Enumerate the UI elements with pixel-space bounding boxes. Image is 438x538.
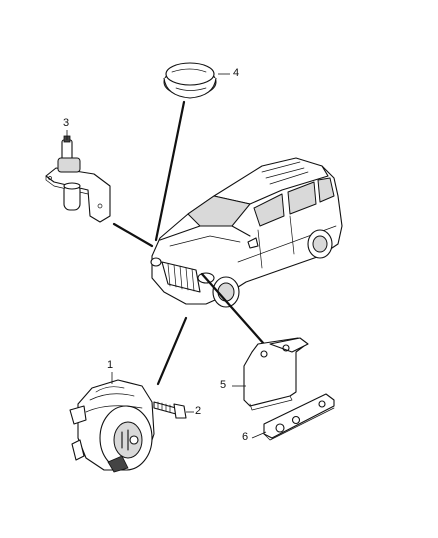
part-5-bracket [243,337,309,411]
callout-2: 2 [195,405,202,417]
part-2-bolt [153,401,187,419]
vehicle-suv [150,157,343,308]
leader-part-4 [154,100,186,242]
callout-6-leader [251,431,267,439]
part-6-plate [263,393,335,441]
part-1-horn [69,379,155,473]
callout-3: 3 [63,117,70,129]
leader-part-3 [112,222,154,248]
part-4-grommet [163,62,217,99]
callout-4: 4 [233,67,240,79]
part-3-sensor-bracket [45,135,111,223]
leader-part-1 [156,316,188,386]
callout-6: 6 [242,431,249,443]
callout-1: 1 [107,359,114,371]
callout-5: 5 [220,379,227,391]
leader-part-5 [200,272,266,346]
